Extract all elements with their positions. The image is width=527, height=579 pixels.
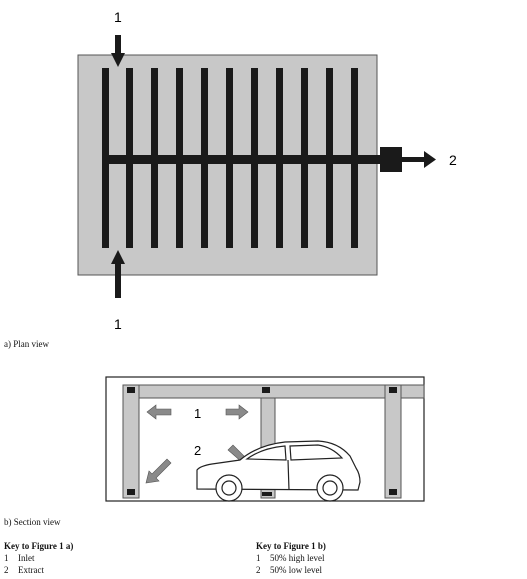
callout-extract: 2 (449, 152, 457, 168)
terminal-top-mid (262, 387, 270, 393)
callout-inlet-bottom: 1 (114, 316, 122, 332)
terminal-top-left (127, 387, 135, 393)
inlet-arrow-bottom-icon (111, 250, 125, 298)
section-view: 1 2 (105, 376, 425, 502)
duct-terminals (127, 387, 397, 496)
high-level-left-arrow-icon (146, 404, 172, 420)
low-level-left-arrow-icon (145, 458, 172, 484)
key-a-title: Key to Figure 1 a) (4, 541, 74, 551)
terminal-top-right (389, 387, 397, 393)
plan-view: 1 1 2 (77, 9, 457, 332)
high-level-right-arrow-icon (225, 404, 249, 420)
callout-high-level: 1 (194, 406, 201, 421)
section-view-caption: b) Section view (4, 517, 61, 527)
plan-extract-fan-box (380, 147, 402, 172)
left-column-duct (122, 384, 140, 499)
callout-inlet-top: 1 (114, 9, 122, 25)
terminal-bottom-right (389, 489, 397, 495)
right-column-duct (384, 384, 402, 499)
terminal-bottom-mid (262, 492, 272, 496)
ceiling-duct (122, 384, 425, 399)
plan-main-duct (102, 155, 384, 164)
inlet-arrow-top-icon (111, 35, 125, 67)
plan-view-caption: a) Plan view (4, 339, 49, 349)
callout-low-level: 2 (194, 443, 201, 458)
extract-arrow-icon (402, 151, 436, 168)
key-b-title: Key to Figure 1 b) (256, 541, 326, 551)
car-icon (196, 440, 361, 502)
terminal-bottom-left (127, 489, 135, 495)
